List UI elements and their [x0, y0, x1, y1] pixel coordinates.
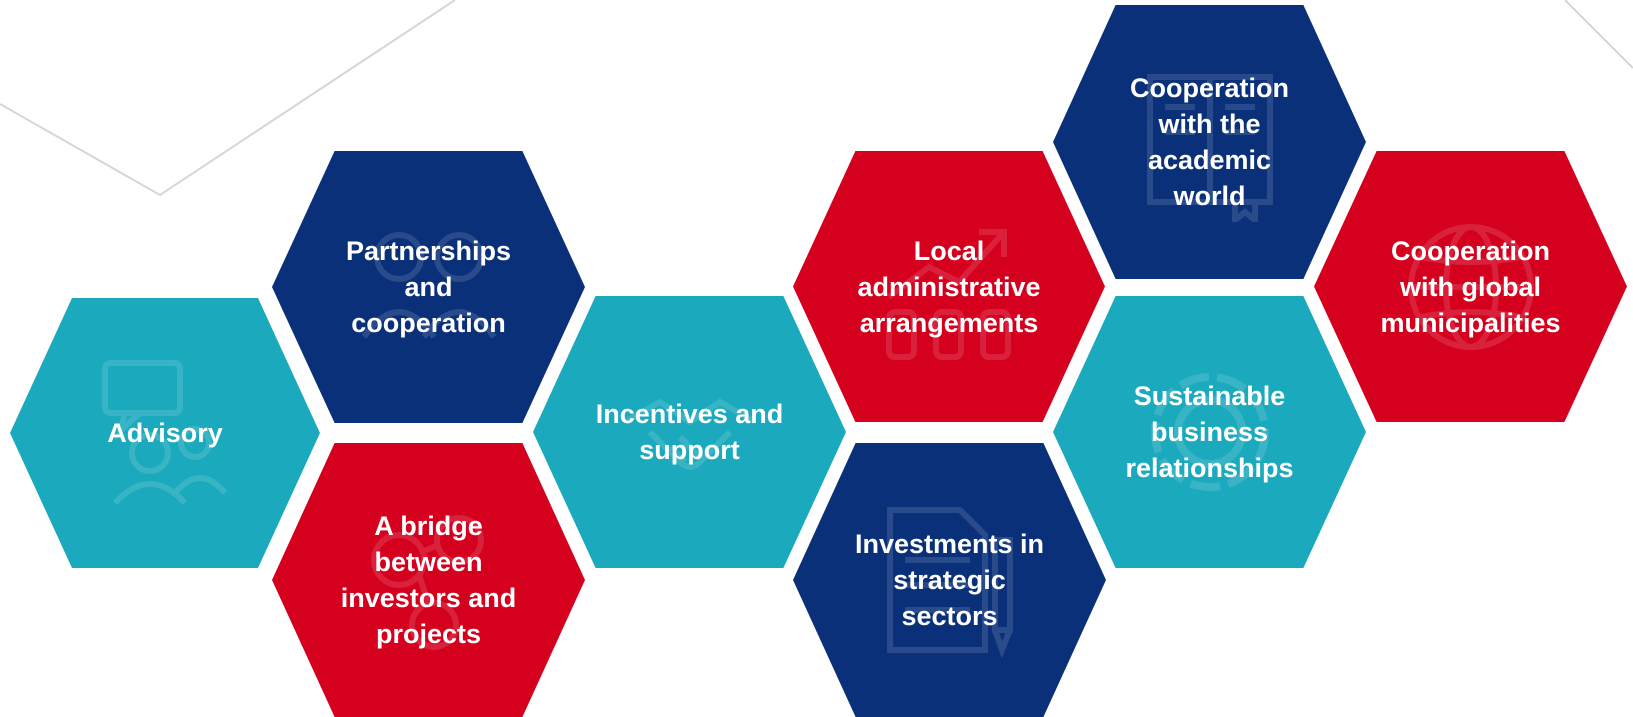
document-pen-icon: [886, 507, 1013, 659]
hexagon-sustainable: Sustainable business relationships: [1053, 296, 1366, 568]
people-icon: [361, 232, 496, 339]
growth-chart-icon: [886, 228, 1011, 360]
handshake-icon: [623, 398, 756, 470]
book-icon: [1146, 74, 1273, 222]
hexagon-label: Incentives and support: [595, 399, 784, 465]
network-icon: [370, 515, 484, 650]
hexagon-local-admin: Local administrative arrangements: [793, 151, 1105, 422]
hexagon-label: Sustainable business relationships: [1125, 381, 1294, 483]
cycle-icon: [1150, 373, 1269, 491]
hexagon-academic: Cooperation with the academic world: [1053, 5, 1366, 279]
hexagon-municipalities: Cooperation with global municipalities: [1314, 151, 1627, 422]
hexagon-label: Local administrative arrangements: [857, 235, 1041, 338]
hexagon-label: Advisory: [107, 418, 223, 448]
globe-icon: [1407, 223, 1534, 350]
hexagon-bridge: A bridge between investors and projects: [272, 443, 585, 717]
hexagon-advisory: Advisory: [10, 298, 320, 568]
hexagon-label: Partnerships and cooperation: [345, 236, 512, 338]
hexagon-partnerships: Partnerships and cooperation: [272, 151, 585, 423]
chat-people-icon: [102, 360, 228, 506]
hexagon-investments: Investments in strategic sectors: [793, 443, 1106, 717]
hexagon-incentives: Incentives and support: [533, 296, 846, 568]
hexagon-label: Cooperation with global municipalities: [1380, 235, 1561, 338]
hexagon-label: Cooperation with the academic world: [1130, 73, 1289, 211]
hexagon-label: A bridge between investors and projects: [340, 511, 517, 649]
hexagon-label: Investments in strategic sectors: [854, 529, 1045, 631]
